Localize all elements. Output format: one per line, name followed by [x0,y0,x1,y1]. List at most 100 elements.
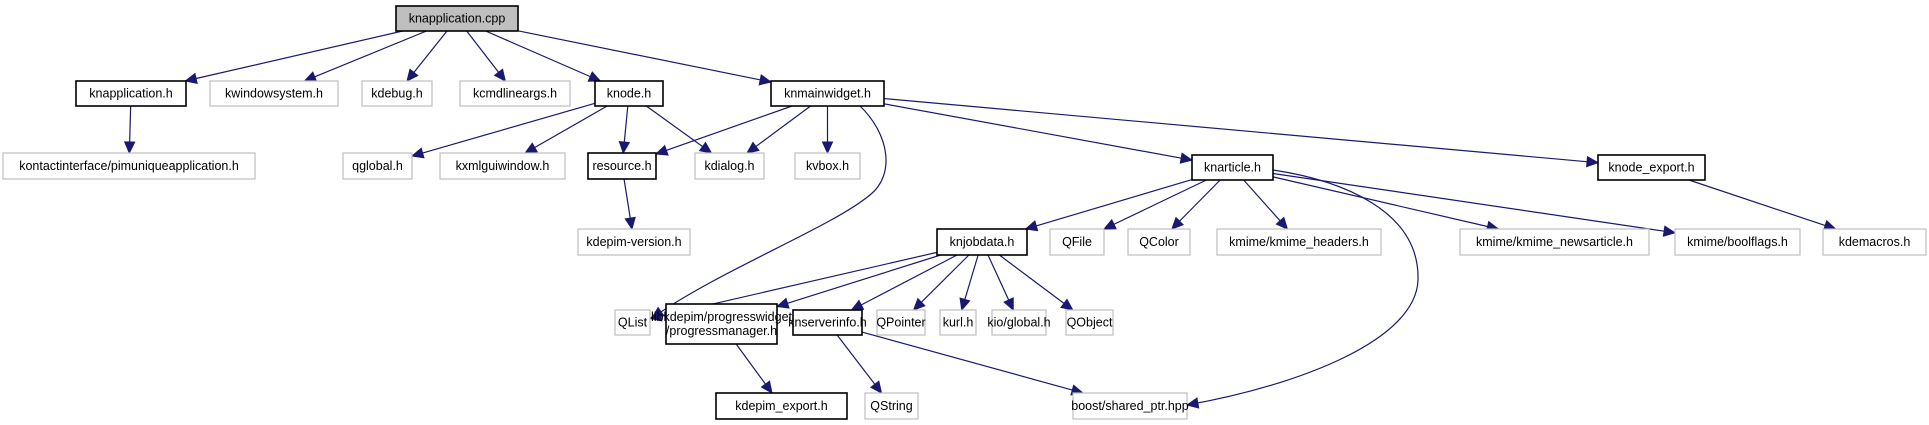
node-box [792,309,863,336]
node-knjobdata-h[interactable]: knjobdata.h [936,228,1028,256]
node-kwindowsystem-h[interactable]: kwindowsystem.h [209,80,339,107]
node-kdepim-version-h[interactable]: kdepim-version.h [577,228,691,256]
arrowhead-icon [912,297,926,311]
edge-knapplication_cpp-to-knode_h [485,30,602,82]
node-kio-global-h[interactable]: kio/global.h [987,309,1051,336]
node-knarticle-h[interactable]: knarticle.h [1191,154,1274,181]
node-box [577,228,691,256]
edge-knarticle_h-to-boolflags_h [1272,172,1677,237]
edge-line [645,105,704,148]
edge-line [651,105,887,319]
node-QPointer[interactable]: QPointer [876,309,926,336]
node-box [939,309,977,336]
node-knserverinfo-h[interactable]: knserverinfo.h [788,309,867,336]
node-shared-ptr-hpp[interactable]: boost/shared_ptr.hpp [1071,392,1189,420]
edge-line [861,331,1074,391]
node-box [1191,154,1274,181]
node-QString[interactable]: QString [864,392,919,420]
node-box [1065,309,1114,336]
nodes-layer: knapplication.cpp knapplication.h kwindows… [2,5,1927,420]
node-kurl-h[interactable]: kurl.h [939,309,977,336]
node-label: QFile [1062,235,1092,249]
node-box [1822,228,1927,256]
node-label: QList [618,316,648,330]
edge-line [920,254,970,304]
node-label: kdebug.h [371,87,422,101]
node-label: knode_export.h [1608,161,1694,175]
edge-knarticle_h-to-QFile [1102,179,1207,230]
arrowhead-icon [698,141,713,154]
node-progressmanager-h[interactable]: libkdepim/progresswidget/progressmanager… [651,303,793,345]
edge-line [1035,178,1193,227]
edge-knarticle_h-to-shared_ptr_hpp [1185,169,1419,409]
node-knmainwidget-h[interactable]: knmainwidget.h [770,80,885,107]
node-knapplication-h[interactable]: knapplication.h [75,80,187,107]
node-knode-h[interactable]: knode.h [594,80,664,107]
node-box [587,152,657,180]
edge-line [836,334,876,386]
node-kvbox-h[interactable]: kvbox.h [794,152,861,180]
node-box [694,152,765,180]
node-box [770,80,885,107]
arrowhead-icon [1662,225,1677,237]
arrowhead-icon [624,216,636,231]
edge-line [1688,179,1827,227]
edge-line [466,30,500,74]
node-label: kmime/boolflags.h [1687,235,1788,249]
node-kdebug-h[interactable]: kdebug.h [361,80,433,107]
arrowhead-icon [1586,155,1600,168]
node-kcmdlineargs-h[interactable]: kcmdlineargs.h [459,80,571,107]
node-resource-h[interactable]: resource.h [587,152,657,180]
node-box [361,80,433,107]
edge-resource_h-to-kdepim_version_h [623,178,636,231]
edge-knjobdata_h-to-kio_global_h [987,254,1014,312]
node-kxmlguiwindow-h[interactable]: kxmlguiwindow.h [439,152,566,180]
edge-line [129,105,132,144]
node-kdemacros-h[interactable]: kdemacros.h [1822,228,1927,256]
edge-line [999,254,1066,305]
node-box [439,152,566,180]
edge-knserverinfo_h-to-QString [836,334,883,394]
node-knode-export-h[interactable]: knode_export.h [1597,154,1706,181]
node-qglobal-h[interactable]: qglobal.h [342,152,413,180]
edge-line [313,30,427,78]
edge-knapplication_cpp-to-knapplication_h [184,30,403,85]
node-label: kdepim-version.h [586,235,681,249]
node-kdepim-export-h[interactable]: kdepim_export.h [715,392,848,420]
node-label: knmainwidget.h [784,87,871,101]
node-QColor[interactable]: QColor [1127,228,1191,256]
arrowhead-icon [760,380,773,394]
node-kmime-headers-h[interactable]: kmime/kmime_headers.h [1216,228,1382,256]
node-label: kwindowsystem.h [225,87,323,101]
arrowhead-icon [1003,297,1014,312]
edge-line [485,30,592,78]
edge-line [1178,179,1221,223]
node-box [342,152,413,180]
node-label: kmime/kmime_headers.h [1229,235,1369,249]
node-QList[interactable]: QList [614,309,651,336]
edge-knode_h-to-kxmlguiwindow_h [524,105,608,154]
edge-knjobdata_h-to-progressmanager_h [775,254,941,309]
edge-line [786,254,941,305]
arrowhead-icon [618,140,631,155]
arrowhead-icon [775,297,790,309]
node-kdialog-h[interactable]: kdialog.h [694,152,765,180]
node-pimuniqueapplication-h[interactable]: kontactinterface/pimuniqueapplication.h [2,152,256,180]
node-box [614,309,651,336]
edge-line [735,343,767,386]
node-label: kontactinterface/pimuniqueapplication.h [19,159,239,173]
node-QFile[interactable]: QFile [1049,228,1105,256]
edge-line [883,103,1183,159]
edge-knarticle_h-to-QColor [1170,179,1221,230]
node-label: boost/shared_ptr.hpp [1071,399,1188,413]
edge-line [1243,179,1282,222]
node-box [1072,392,1188,420]
edge-knserverinfo_h-to-shared_ptr_hpp [861,331,1085,396]
node-box [2,152,256,180]
node-QObject[interactable]: QObject [1065,309,1114,336]
node-boolflags-h[interactable]: kmime/boolflags.h [1674,228,1801,256]
node-kmime-newsarticle-h[interactable]: kmime/kmime_newsarticle.h [1459,228,1650,256]
node-knapplication-cpp: knapplication.cpp [395,5,519,32]
node-label: kurl.h [943,316,974,330]
